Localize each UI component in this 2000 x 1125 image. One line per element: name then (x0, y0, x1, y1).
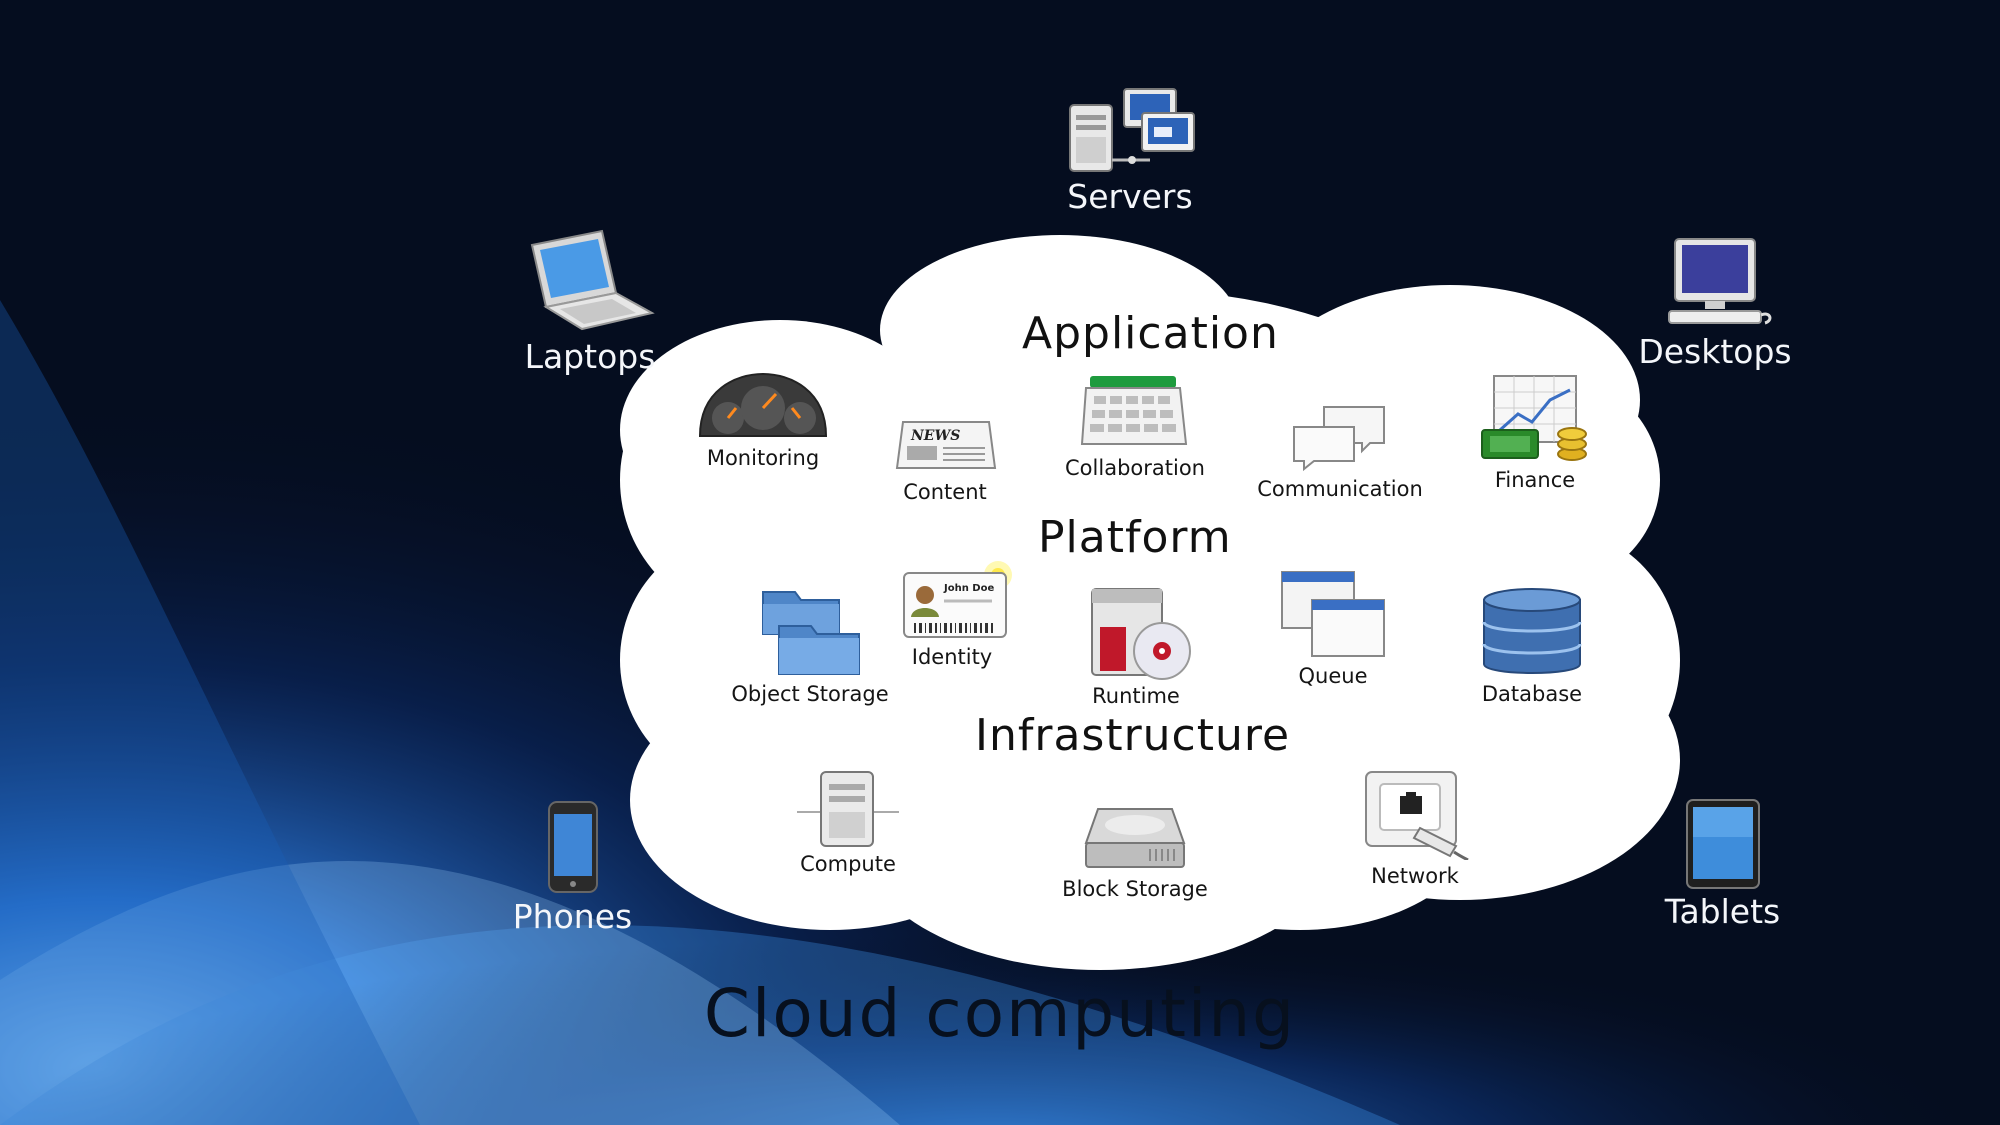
tablets-label: Tablets (1664, 892, 1781, 931)
service-runtime: Runtime (1066, 585, 1206, 708)
laptop-icon (530, 229, 655, 331)
tablet-icon (1685, 799, 1760, 889)
phones-label: Phones (512, 897, 633, 936)
service-label: Compute (800, 852, 896, 876)
finance-chart-money-icon (1481, 375, 1587, 461)
service-monitoring: Monitoring (683, 370, 843, 470)
desktops-device: Desktops (1630, 235, 1800, 371)
phones-device: Phones (500, 800, 645, 936)
id-card-name-text: John Doe (943, 583, 994, 594)
service-block-storage: Block Storage (1045, 803, 1225, 901)
service-label: Communication (1257, 477, 1423, 501)
chat-bubbles-icon (1293, 406, 1385, 472)
desktop-icon (1668, 238, 1772, 325)
service-label: Block Storage (1062, 877, 1208, 901)
calendar-icon (1080, 376, 1188, 445)
infrastructure-title: Infrastructure (975, 710, 1291, 761)
software-box-disc-icon (1091, 588, 1191, 680)
service-label: Database (1481, 682, 1583, 706)
laptops-device: Laptops (515, 225, 665, 376)
service-database: Database (1470, 586, 1594, 706)
platform-title: Platform (1038, 512, 1232, 563)
service-label: Finance (1494, 468, 1576, 492)
servers-device: Servers (1055, 85, 1205, 216)
service-object-storage: Object Storage (720, 588, 900, 706)
service-label: Content (903, 480, 987, 504)
folders-icon (762, 591, 860, 675)
database-icon (1482, 588, 1582, 674)
phone-icon (547, 801, 598, 893)
newspaper-icon: NEWS (895, 421, 997, 469)
hard-drive-icon (1084, 808, 1186, 868)
service-network: Network (1355, 768, 1475, 888)
windows-stack-icon (1281, 571, 1385, 657)
service-label: Identity (911, 645, 993, 669)
service-finance: Finance (1470, 372, 1600, 492)
tablets-device: Tablets (1650, 798, 1795, 931)
service-label: Queue (1298, 664, 1368, 688)
service-identity: John Doe Identity (882, 555, 1022, 669)
service-communication: Communication (1245, 403, 1435, 501)
service-queue: Queue (1268, 568, 1398, 688)
network-port-icon (1365, 771, 1469, 860)
laptops-label: Laptops (524, 337, 656, 376)
desktops-label: Desktops (1638, 332, 1792, 371)
service-label: Object Storage (731, 682, 889, 706)
service-label: Runtime (1092, 684, 1180, 708)
news-text: NEWS (910, 428, 960, 444)
diagram-caption: Cloud computing (703, 975, 1297, 1052)
dashboard-gauge-icon (698, 372, 828, 437)
service-collaboration: Collaboration (1050, 372, 1220, 480)
servers-icon (1069, 88, 1195, 172)
id-card-icon: John Doe (903, 561, 1012, 638)
servers-label: Servers (1067, 177, 1193, 216)
server-tower-icon (797, 771, 899, 847)
service-label: Network (1371, 864, 1459, 888)
service-compute: Compute (778, 768, 918, 876)
service-label: Monitoring (706, 446, 820, 470)
application-title: Application (1022, 308, 1279, 359)
service-content: NEWS Content (875, 418, 1015, 504)
service-label: Collaboration (1065, 456, 1205, 480)
